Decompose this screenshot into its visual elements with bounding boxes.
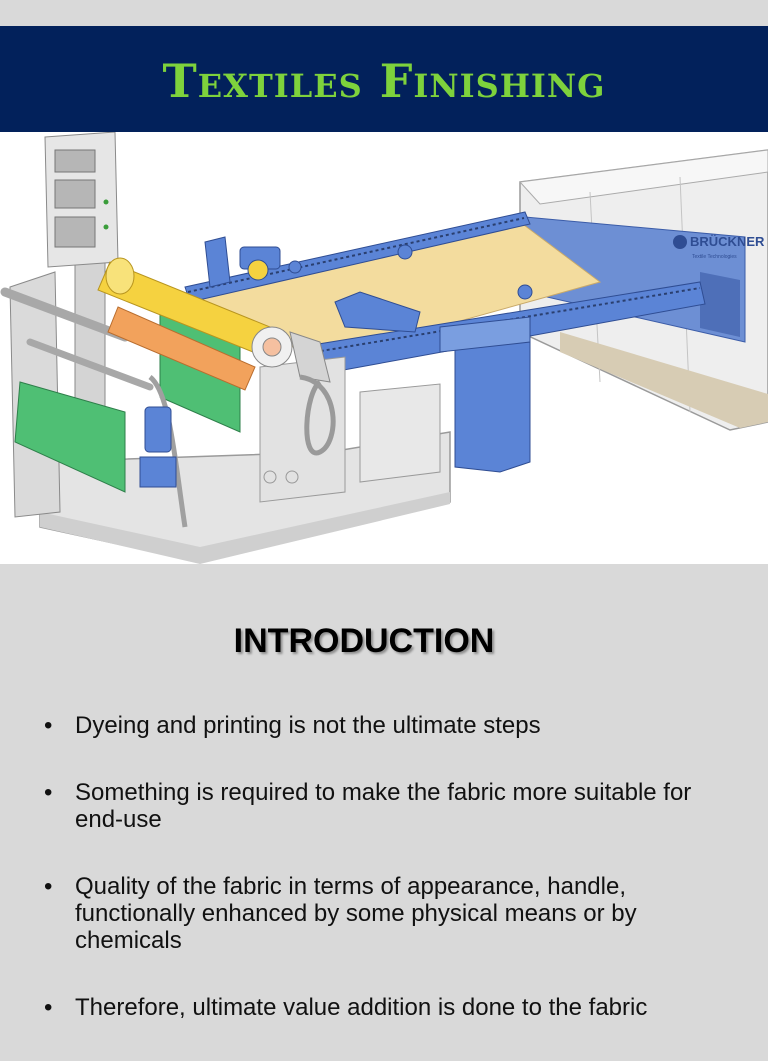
control-display	[54, 149, 96, 173]
top-strip	[0, 0, 768, 26]
frame-bar	[26, 338, 154, 391]
pillar-cap	[439, 316, 531, 353]
machine-illustration: BRÜCKNER Textile Technologies	[0, 132, 768, 564]
hydraulic-hose	[299, 374, 336, 456]
yellow-roller-end	[105, 257, 135, 295]
frame-bar	[0, 287, 130, 342]
control-keypad	[54, 216, 96, 248]
bullet-text: Therefore, ultimate value addition is do…	[75, 994, 648, 1021]
roller-bearing	[289, 331, 331, 383]
base-block	[359, 383, 441, 483]
bullet-icon: •	[44, 994, 53, 1021]
drive-motor	[144, 406, 172, 453]
guide-roller	[517, 284, 533, 300]
guide-pulley	[263, 470, 277, 484]
bullet-item: • Therefore, ultimate value addition is d…	[44, 994, 734, 1021]
control-display	[54, 179, 96, 209]
slide-title: Textiles Finishing	[162, 54, 606, 108]
guide-wheel	[247, 259, 269, 281]
motor-base	[139, 456, 177, 488]
guide-roller	[288, 260, 302, 274]
guide-bracket	[204, 236, 231, 288]
bullet-text: Quality of the fabric in terms of appear…	[75, 873, 637, 954]
title-banner: Textiles Finishing	[0, 26, 768, 132]
bullet-icon: •	[44, 779, 53, 806]
guide-roller	[397, 244, 413, 260]
oven-entry-slot	[700, 272, 740, 337]
stenter-machine-drawing: BRÜCKNER Textile Technologies	[0, 132, 768, 564]
bullet-text: Dyeing and printing is not the ultimate …	[75, 712, 541, 739]
bullet-item: • Quality of the fabric in terms of appea…	[44, 873, 734, 954]
slide-content: INTRODUCTION • Dyeing and printing is not…	[0, 564, 768, 1024]
status-light-icon	[103, 199, 109, 205]
oven-roof	[518, 149, 768, 205]
brand-name: BRÜCKNER	[690, 234, 765, 249]
brand-logo-mark	[673, 235, 687, 249]
section-heading: INTRODUCTION	[233, 622, 495, 660]
base-platform-edge	[40, 492, 450, 564]
bullet-text: Something is required to make the fabric…	[75, 779, 692, 833]
front-clip-unit	[334, 291, 421, 333]
bullet-item: • Something is required to make the fabri…	[44, 779, 734, 833]
orange-roller	[107, 306, 256, 391]
bullet-list: • Dyeing and printing is not the ultimate…	[44, 712, 734, 1061]
chain-front	[302, 287, 701, 355]
roller-hub	[262, 337, 282, 357]
green-fabric-roll	[14, 381, 126, 493]
guide-pulley	[285, 470, 299, 484]
bullet-icon: •	[44, 873, 53, 900]
oven-floor	[560, 332, 768, 428]
bullet-icon: •	[44, 712, 53, 739]
bullet-item: • Dyeing and printing is not the ultimate…	[44, 712, 734, 739]
status-light-icon	[103, 224, 109, 230]
brand-tagline: Textile Technologies	[692, 254, 737, 260]
